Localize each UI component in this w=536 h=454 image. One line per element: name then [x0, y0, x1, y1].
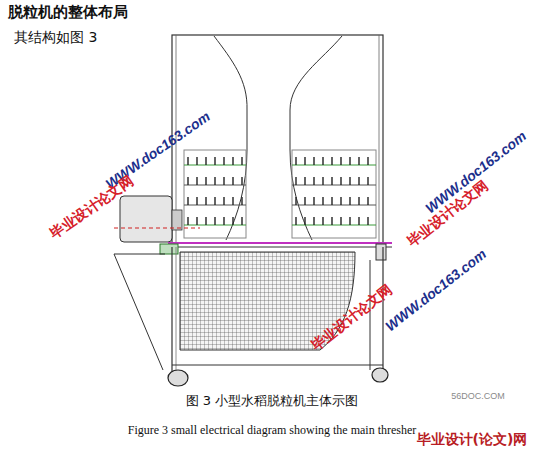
watermark: 56DOC.COM [451, 391, 505, 401]
intro-text: 其结构如图 3 [14, 29, 97, 47]
strut [114, 254, 165, 370]
figure-caption: 图 3 小型水稻脱粒机主体示图 [186, 392, 359, 410]
watermark: WWW.doc163.com [382, 246, 489, 335]
wheel [168, 370, 188, 386]
drum-left [184, 150, 246, 238]
center-line [114, 228, 200, 229]
funnel-left [214, 36, 247, 240]
motor [120, 196, 172, 242]
wheel [372, 368, 388, 382]
frame [171, 247, 172, 372]
watermark-logo: 毕业设计(论文)网 [417, 431, 528, 449]
base-plate [168, 242, 392, 244]
caption-english: Figure 3 small electrical diagram showin… [128, 423, 417, 438]
threshing-teeth [188, 157, 368, 225]
heading: 脱粒机的整体布局 [8, 3, 128, 22]
drum-right [292, 150, 376, 238]
upper-cabinet [172, 35, 383, 243]
funnel-right [290, 36, 342, 240]
bearing-seat [160, 244, 178, 254]
pulley [172, 210, 182, 230]
